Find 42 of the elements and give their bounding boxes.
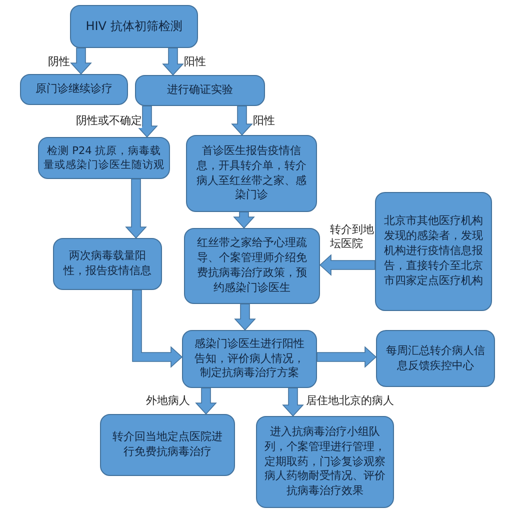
edge-label: 阴性或不确定 [76,114,142,128]
block-arrow [195,388,217,415]
block-arrow [234,304,256,331]
process-box [70,5,198,48]
process-box [375,192,492,311]
block-arrow [132,290,183,368]
edge-label: 居住地北京的病人 [306,394,394,408]
box-text: 检测 P24 抗原，病毒载量或感染门诊医生随访观 [43,144,165,172]
block-arrow [125,178,147,239]
process-box [376,330,495,387]
box-text: 北京市其他医疗机构发现的感染者，发现机构进行疫情信息报告，直接转介至北京市四家定点医疗机构 [383,214,484,289]
box-text: 原门诊继续诊疗 [36,82,112,97]
edge-label: 外地病人 [146,394,190,408]
block-arrow [319,254,376,276]
edge-label: 阳性 [253,114,275,128]
process-box [53,238,162,290]
process-box [182,330,317,388]
process-box [135,75,265,106]
edge-label: 阳性 [184,55,206,70]
box-text: 进入抗病毒治疗小组队列，个案管理进行管理，定期取药，门诊复诊观察病人药物耐受情况、评价抗病毒治疗效果 [264,424,386,500]
box-text: HIV 抗体初筛检测 [86,18,182,35]
box-text: 转介回当地定点医院进行免费抗病毒治疗 [112,430,224,460]
box-text: 首诊医生报告疫情信息，开具转介单，转介病人至红丝带之家、感染门诊 [196,144,308,204]
box-text: 每周汇总转介病人信息反馈疾控中心 [385,344,486,374]
block-arrow [282,388,304,417]
box-text: 红丝带之家给予心理疏导、个案管理师介绍免费抗病毒治疗政策，预约感染门诊医生 [196,236,308,296]
block-arrow [70,48,92,75]
process-box [184,228,320,304]
process-box [256,416,394,508]
block-arrow [316,346,377,368]
box-text: 进行确证实验 [167,83,233,98]
process-box [186,135,317,212]
block-arrow [233,212,255,229]
process-box [38,137,170,179]
box-text: 两次病毒载量阳性，报告疫情信息 [62,249,152,279]
box-text: 感染门诊医生进行阳性告知，评价病人情况，制定抗病毒治疗方案 [194,336,306,382]
block-arrow [231,106,253,136]
process-box [20,74,128,105]
process-box [100,414,235,476]
edge-label: 阴性 [48,55,70,70]
block-arrow [162,48,184,76]
block-arrow [136,106,158,138]
